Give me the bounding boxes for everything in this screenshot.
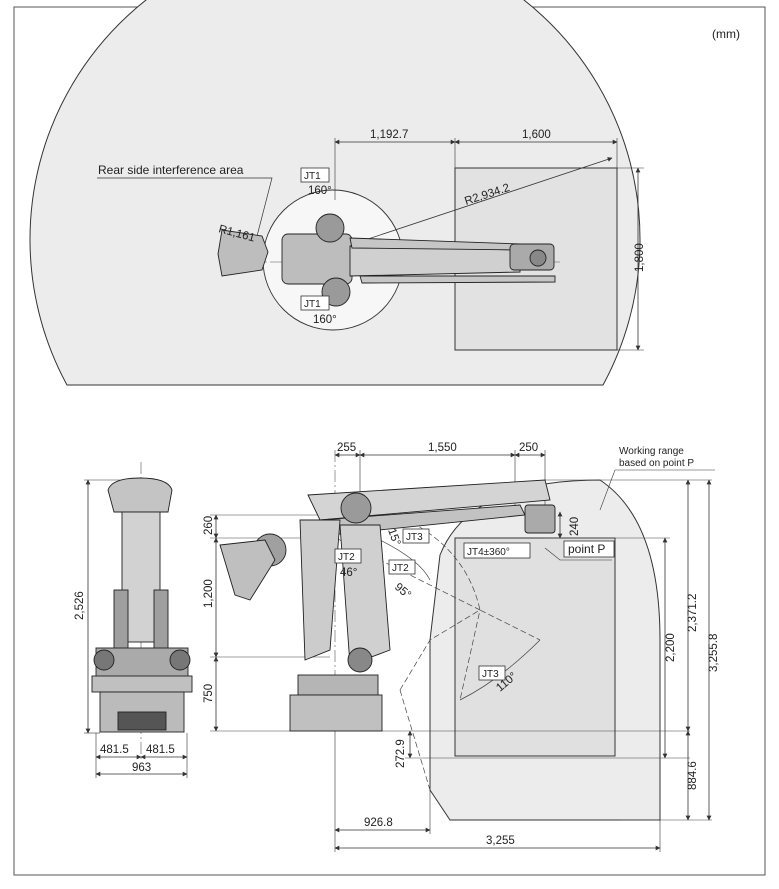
jt1-bottom-angle: 160° bbox=[313, 314, 337, 326]
jt1-top-angle: 160° bbox=[308, 185, 332, 197]
dim-2371-label: 2,371.2 bbox=[687, 594, 699, 632]
jt3-b-tag-box bbox=[478, 665, 506, 681]
jt1-bottom-tag: JT1 bbox=[304, 299, 321, 310]
working-range-leader bbox=[599, 469, 616, 511]
dim-250-label: 250 bbox=[519, 442, 538, 454]
dim-240-label: 240 bbox=[569, 517, 581, 536]
jt2-b-angle: 95° bbox=[392, 581, 413, 601]
dim-272-label: 272.9 bbox=[395, 739, 407, 768]
dim-1550-label: 1,550 bbox=[428, 442, 457, 454]
dim-3255-8-label: 3,255.8 bbox=[708, 634, 720, 672]
dim-260-label: 260 bbox=[203, 516, 215, 535]
jt2-b-tag: JT2 bbox=[392, 563, 409, 574]
dim-1192-label: 1,192.7 bbox=[370, 129, 408, 141]
rear-label-leader bbox=[97, 177, 273, 241]
working-range-line-1: Working range bbox=[619, 446, 684, 457]
front-height-label: 2,526 bbox=[74, 591, 86, 620]
side-view bbox=[210, 450, 715, 852]
jt2-angle: 46° bbox=[340, 567, 357, 579]
dim-926-label: 926.8 bbox=[364, 817, 393, 829]
jt2-tag: JT2 bbox=[338, 552, 355, 563]
jt3-tag-box bbox=[402, 528, 430, 544]
arc-dashed bbox=[399, 609, 541, 691]
robot-front-illustration bbox=[91, 477, 193, 733]
side-working-box bbox=[454, 537, 616, 757]
jt4-tag-box bbox=[463, 542, 531, 559]
jt2-tag-box bbox=[334, 548, 362, 564]
jt1-bottom-tag-box bbox=[300, 295, 330, 311]
dim-1800-label: 1,800 bbox=[634, 243, 646, 272]
dim-3255-label: 3,255 bbox=[486, 835, 515, 847]
point-p-label: point P bbox=[568, 542, 605, 556]
dim-884-label: 884.6 bbox=[687, 761, 699, 790]
jt4-label: JT4±360° bbox=[467, 547, 510, 558]
dim-2200-label: 2,200 bbox=[665, 633, 677, 662]
rear-interference-label: Rear side interference area bbox=[98, 163, 244, 177]
jt1-top-tag-box bbox=[300, 167, 330, 183]
front-width-label: 963 bbox=[132, 762, 151, 774]
jt1-top-tag: JT1 bbox=[304, 171, 321, 182]
point-p-tag-box bbox=[563, 540, 615, 558]
robot-top-illustration bbox=[217, 213, 556, 307]
front-half-left-label: 481.5 bbox=[100, 744, 129, 756]
front-view bbox=[84, 462, 193, 778]
jt3-b-tag: JT3 bbox=[482, 669, 499, 680]
jt2-b-tag-box bbox=[388, 559, 416, 575]
dim-255-label: 255 bbox=[337, 442, 356, 454]
front-half-right-label: 481.5 bbox=[146, 744, 175, 756]
radius-line bbox=[334, 157, 613, 251]
working-range-line-2: based on point P bbox=[619, 458, 694, 469]
dim-1200-label: 1,200 bbox=[203, 579, 215, 608]
robot-side-illustration bbox=[219, 479, 556, 732]
unit-label: (mm) bbox=[712, 27, 740, 41]
top-view bbox=[29, 0, 644, 386]
point-p-leader bbox=[544, 547, 612, 561]
jt3-angle: 15° bbox=[385, 527, 402, 547]
jt3-tag: JT3 bbox=[406, 532, 423, 543]
dim-1600-label: 1,600 bbox=[522, 129, 551, 141]
dim-750-label: 750 bbox=[203, 684, 215, 703]
